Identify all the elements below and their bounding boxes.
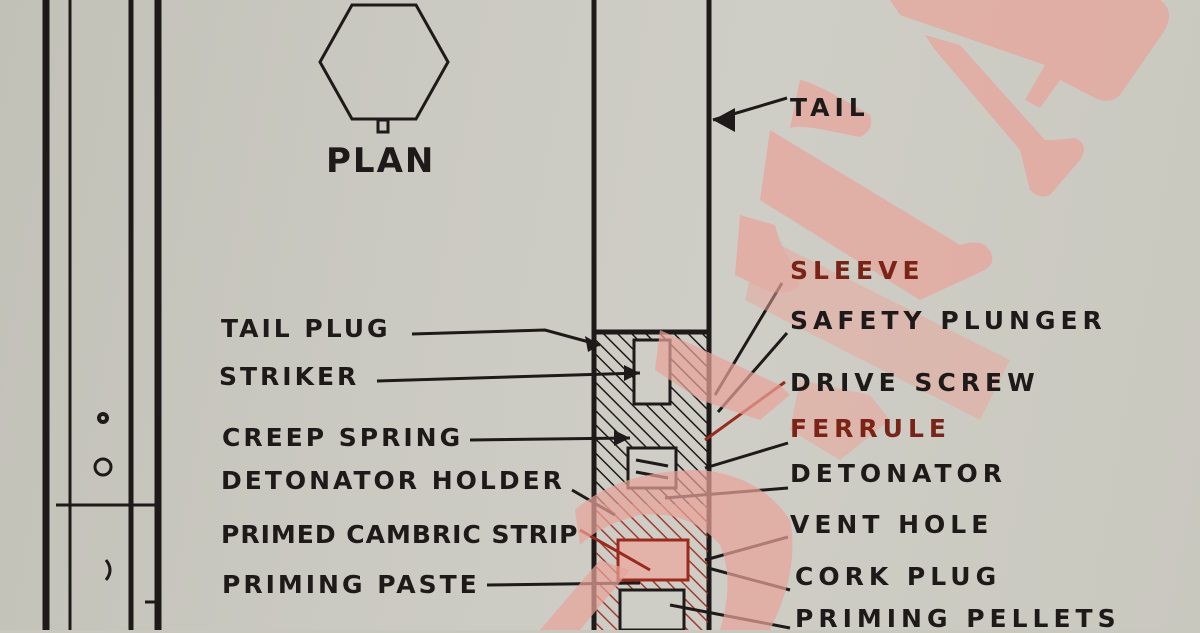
label-drive-screw: DRIVE SCREW: [790, 368, 1040, 397]
label-tail-plug: TAIL PLUG: [221, 314, 391, 343]
label-striker: STRIKER: [219, 362, 360, 391]
label-primed-cambric-strip: PRIMED CAMBRIC STRIP: [221, 520, 579, 549]
label-safety-plunger: SAFETY PLUNGER: [790, 306, 1107, 335]
label-tail: TAIL: [790, 93, 870, 122]
label-priming-pellets: PRIMING PELLETS: [795, 604, 1121, 633]
label-vent-hole: VENT HOLE: [790, 510, 994, 539]
label-detonator: DETONATOR: [790, 459, 1008, 488]
label-cork-plug: CORK PLUG: [795, 562, 1002, 591]
hexagon-icon: [318, 3, 450, 134]
arrowheads: [585, 108, 735, 446]
label-priming-paste: PRIMING PASTE: [222, 570, 480, 599]
label-sleeve: SLEEVE: [790, 256, 925, 285]
label-ferrule: FERRULE: [790, 414, 951, 443]
mechanism-section: [596, 334, 708, 630]
label-detonator-holder: DETONATOR HOLDER: [221, 466, 565, 495]
label-creep-spring: CREEP SPRING: [222, 423, 464, 452]
left-edge-rails: [42, 0, 162, 630]
plan-view-title: PLAN: [326, 141, 436, 181]
